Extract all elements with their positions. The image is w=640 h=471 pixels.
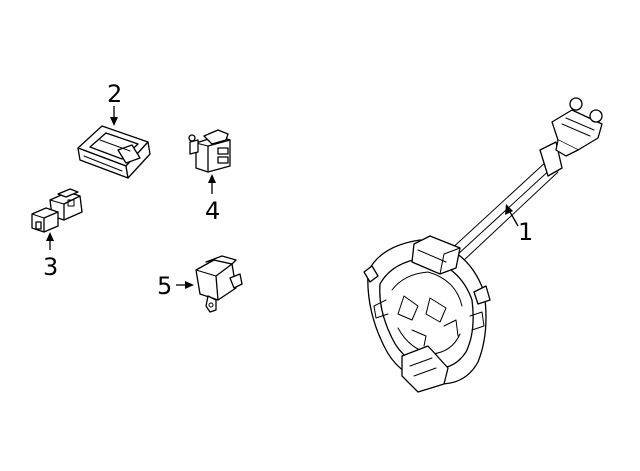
callout-3: 3 [43,253,58,281]
callout-4: 4 [205,197,220,225]
leader-1 [505,204,519,227]
part-5-sensor [195,255,243,313]
part-1-clock-spring [363,97,603,393]
part-3-sensor [31,188,83,233]
part-2-control-module [77,125,151,179]
leader-3 [46,232,54,250]
callout-5: 5 [157,272,172,300]
callout-2: 2 [107,80,122,108]
callout-1: 1 [518,218,533,246]
leader-2 [110,106,118,126]
leader-5 [176,281,194,289]
part-4-sensor [188,129,231,173]
leader-4 [208,174,216,194]
